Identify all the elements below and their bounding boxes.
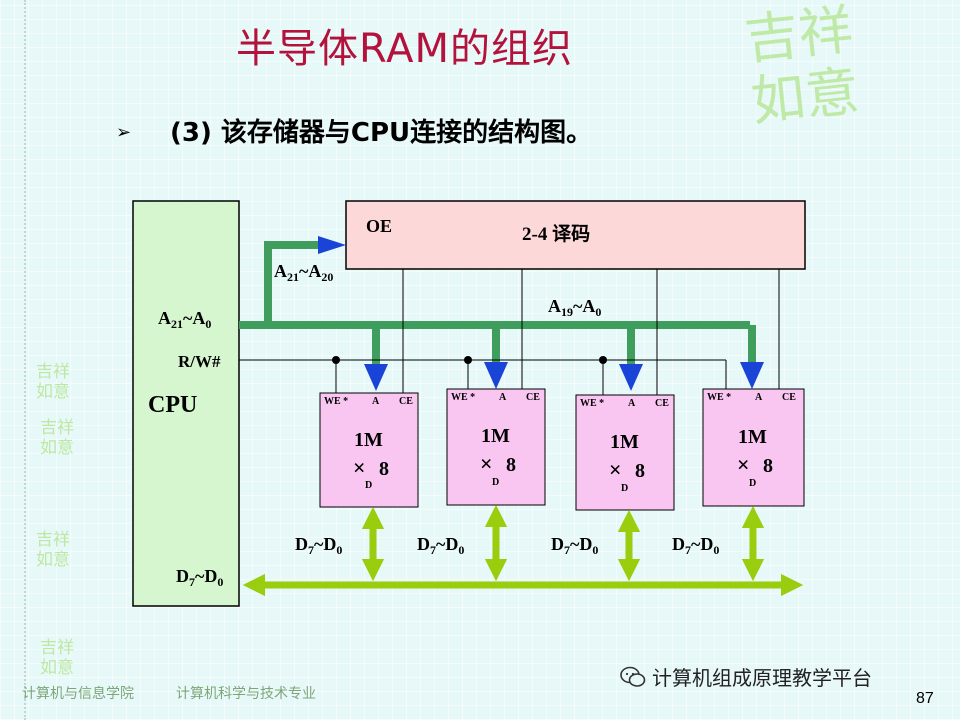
svg-text:A: A — [372, 396, 380, 407]
svg-text:8: 8 — [379, 458, 389, 480]
chip-3-address-arrow — [619, 364, 643, 391]
slide-left-border — [24, 0, 26, 720]
svg-text:×: × — [480, 451, 493, 476]
svg-text:1M: 1M — [610, 431, 639, 453]
svg-text:CE: CE — [655, 398, 669, 409]
rw-junction-2 — [464, 356, 472, 364]
chip-1-address-arrow — [364, 364, 388, 391]
svg-text:×: × — [737, 452, 750, 477]
slide-subtitle: (3) 该存储器与CPU连接的结构图。 — [170, 118, 593, 148]
watermark-small-4: 吉祥如意 — [40, 638, 74, 678]
data-bus — [242, 504, 804, 597]
rw-label: R/W# — [178, 352, 221, 371]
cpu-data-label: D7~D0 — [176, 566, 223, 589]
svg-text:D: D — [365, 480, 372, 491]
chip-4-address-arrow — [740, 362, 764, 389]
decoder-oe-label: OE — [366, 216, 392, 236]
chip-select-lines — [402, 269, 780, 395]
svg-text:WE *: WE * — [324, 396, 348, 407]
brand-label: 计算机组成原理教学平台 — [652, 666, 872, 690]
svg-text:D: D — [621, 483, 628, 494]
rw-junction-3 — [599, 356, 607, 364]
address-bus-label: A19~A0 — [548, 296, 601, 319]
page-number: 87 — [916, 690, 934, 707]
chip-2-address-arrow — [484, 362, 508, 389]
brand-caption: 计算机组成原理教学平台 — [620, 662, 872, 691]
footer-school: 计算机与信息学院 — [22, 686, 134, 702]
address-bus — [239, 236, 756, 365]
svg-text:CE: CE — [399, 396, 413, 407]
watermark-small-3: 吉祥如意 — [36, 530, 70, 570]
rw-junction-1 — [332, 356, 340, 364]
decoder-input-label: A21~A20 — [274, 261, 333, 284]
decoder-label: 2-4 译码 — [522, 223, 590, 245]
svg-text:A: A — [499, 392, 507, 403]
svg-text:8: 8 — [635, 460, 645, 482]
watermark-small-1: 吉祥如意 — [36, 362, 70, 402]
chip-1-data-label: D7~D0 — [295, 534, 342, 557]
svg-text:WE *: WE * — [580, 398, 604, 409]
svg-text:CE: CE — [782, 392, 796, 403]
memory-chip-2: WE * A CE 1M × 8 D — [446, 388, 546, 506]
chip-4-data-label: D7~D0 — [672, 534, 719, 557]
chip-2-data-label: D7~D0 — [417, 534, 464, 557]
wechat-icon — [620, 666, 646, 687]
address-arrows — [364, 362, 764, 391]
svg-text:1M: 1M — [738, 426, 767, 448]
svg-text:CE: CE — [526, 392, 540, 403]
memory-chip-1: WE * A CE 1M × 8 D — [319, 392, 419, 508]
cpu-label: CPU — [148, 392, 197, 418]
svg-text:1M: 1M — [354, 429, 383, 451]
svg-text:×: × — [609, 457, 622, 482]
cpu-box — [132, 200, 240, 607]
footer-major: 计算机科学与技术专业 — [176, 686, 316, 702]
bullet-icon: ➢ — [116, 122, 132, 142]
svg-text:WE *: WE * — [707, 392, 731, 403]
memory-chip-4: WE * A CE 1M × 8 D — [702, 388, 805, 507]
svg-text:×: × — [353, 455, 366, 480]
watermark-small-2: 吉祥如意 — [40, 418, 74, 458]
svg-text:A: A — [755, 392, 763, 403]
decoder-box — [345, 200, 806, 270]
svg-text:1M: 1M — [481, 425, 510, 447]
slide-title: 半导体RAM的组织 — [236, 26, 574, 72]
svg-text:8: 8 — [506, 454, 516, 476]
svg-text:A: A — [628, 398, 636, 409]
svg-text:D: D — [749, 478, 756, 489]
svg-text:D: D — [492, 477, 499, 488]
decoder-input-arrow — [318, 236, 346, 254]
cpu-address-label: A21~A0 — [158, 308, 211, 331]
svg-text:8: 8 — [763, 455, 773, 477]
svg-text:WE *: WE * — [451, 392, 475, 403]
memory-chip-3: WE * A CE 1M × 8 D — [575, 394, 675, 511]
rw-signal-line — [239, 356, 727, 395]
chip-3-data-label: D7~D0 — [551, 534, 598, 557]
